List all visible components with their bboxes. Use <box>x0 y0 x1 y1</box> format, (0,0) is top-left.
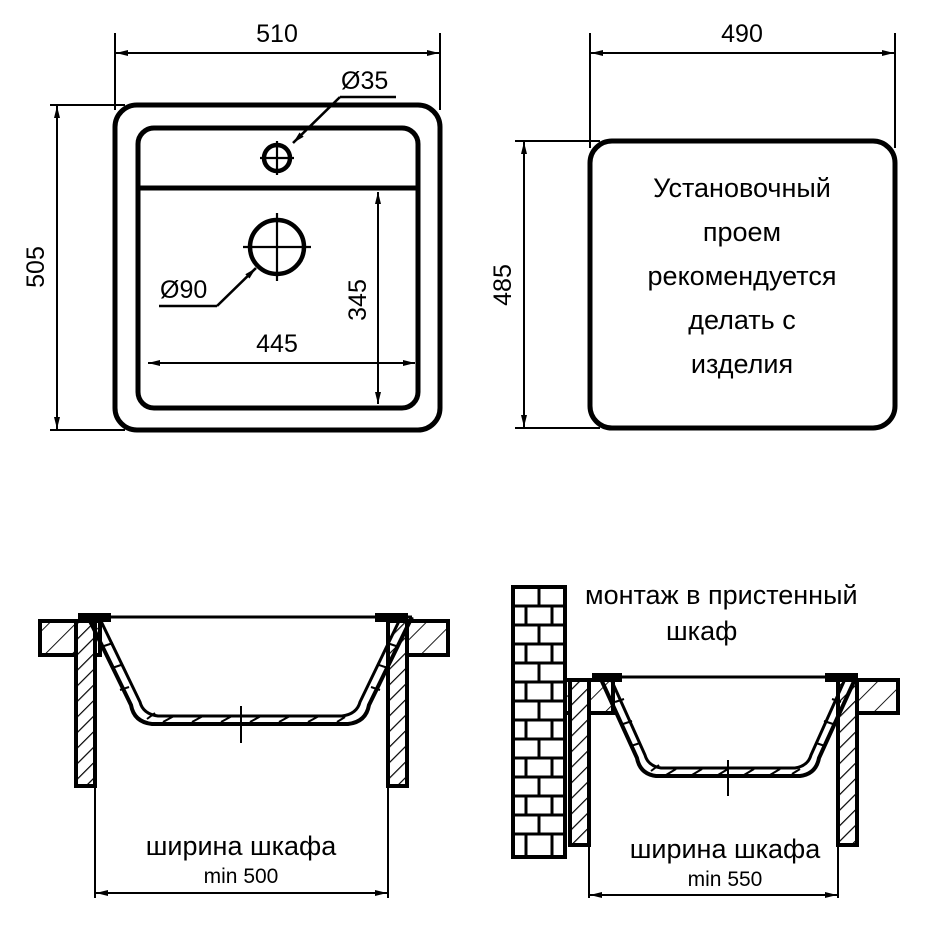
cabinet-side-panel-left-wall <box>568 678 591 847</box>
tap-hole <box>260 141 294 175</box>
drain-hole-label: Ø90 <box>160 276 207 304</box>
cabinet-width-min-label-wall: min 550 <box>688 868 763 891</box>
cabinet-width-label-wall: ширина шкафа <box>630 834 822 864</box>
cutout-note-line-5: изделия <box>691 349 793 379</box>
cabinet-side-panel-left <box>74 619 97 788</box>
cutout-note: Установочный проем рекомендуется делать … <box>648 173 837 379</box>
brick-wall <box>511 585 567 859</box>
cabinet-width-min-label: min 500 <box>204 865 279 888</box>
cutout-note-line-4: делать с <box>688 305 796 335</box>
cutout-note-line-2: проем <box>703 217 781 247</box>
drain-hole-leader <box>159 267 257 308</box>
dim-label-485: 485 <box>489 264 517 306</box>
basin-center-mark <box>240 706 242 743</box>
dim-ext-lines-505 <box>50 104 125 431</box>
drain-hole <box>243 213 311 281</box>
dim-ext-lines-485 <box>515 140 600 429</box>
dim-ext-lines-490 <box>589 33 896 148</box>
wall-mount-note-line-2: шкаф <box>666 616 737 646</box>
sink-basin-section <box>86 615 414 726</box>
dim-ext-lines-510 <box>114 33 441 110</box>
tap-hole-label: Ø35 <box>341 67 388 95</box>
cabinet-side-panel-right-wall <box>836 678 859 847</box>
dim-label-505: 505 <box>22 246 50 288</box>
sink-top-plan-view: 510 505 Ø35 <box>22 20 443 433</box>
cutout-note-line-1: Установочный <box>653 173 831 203</box>
dim-label-445: 445 <box>256 330 298 358</box>
wall-mount-note-line-1: монтаж в пристенный <box>585 580 858 610</box>
cutout-note-line-3: рекомендуется <box>648 261 837 291</box>
tap-hole-leader <box>292 95 396 144</box>
standard-cabinet-section-view: ширина шкафа min 500 <box>38 613 450 898</box>
cutout-outline <box>587 138 898 431</box>
wall-cabinet-section-view: монтаж в пристенный шкаф <box>511 580 900 898</box>
cutout-plan-view: 490 485 Установочный проем рекомендуется… <box>489 20 898 431</box>
dim-label-490: 490 <box>721 20 763 48</box>
dim-label-510: 510 <box>256 20 298 48</box>
cabinet-width-label: ширина шкафа <box>146 831 338 861</box>
dim-label-345: 345 <box>344 279 372 321</box>
